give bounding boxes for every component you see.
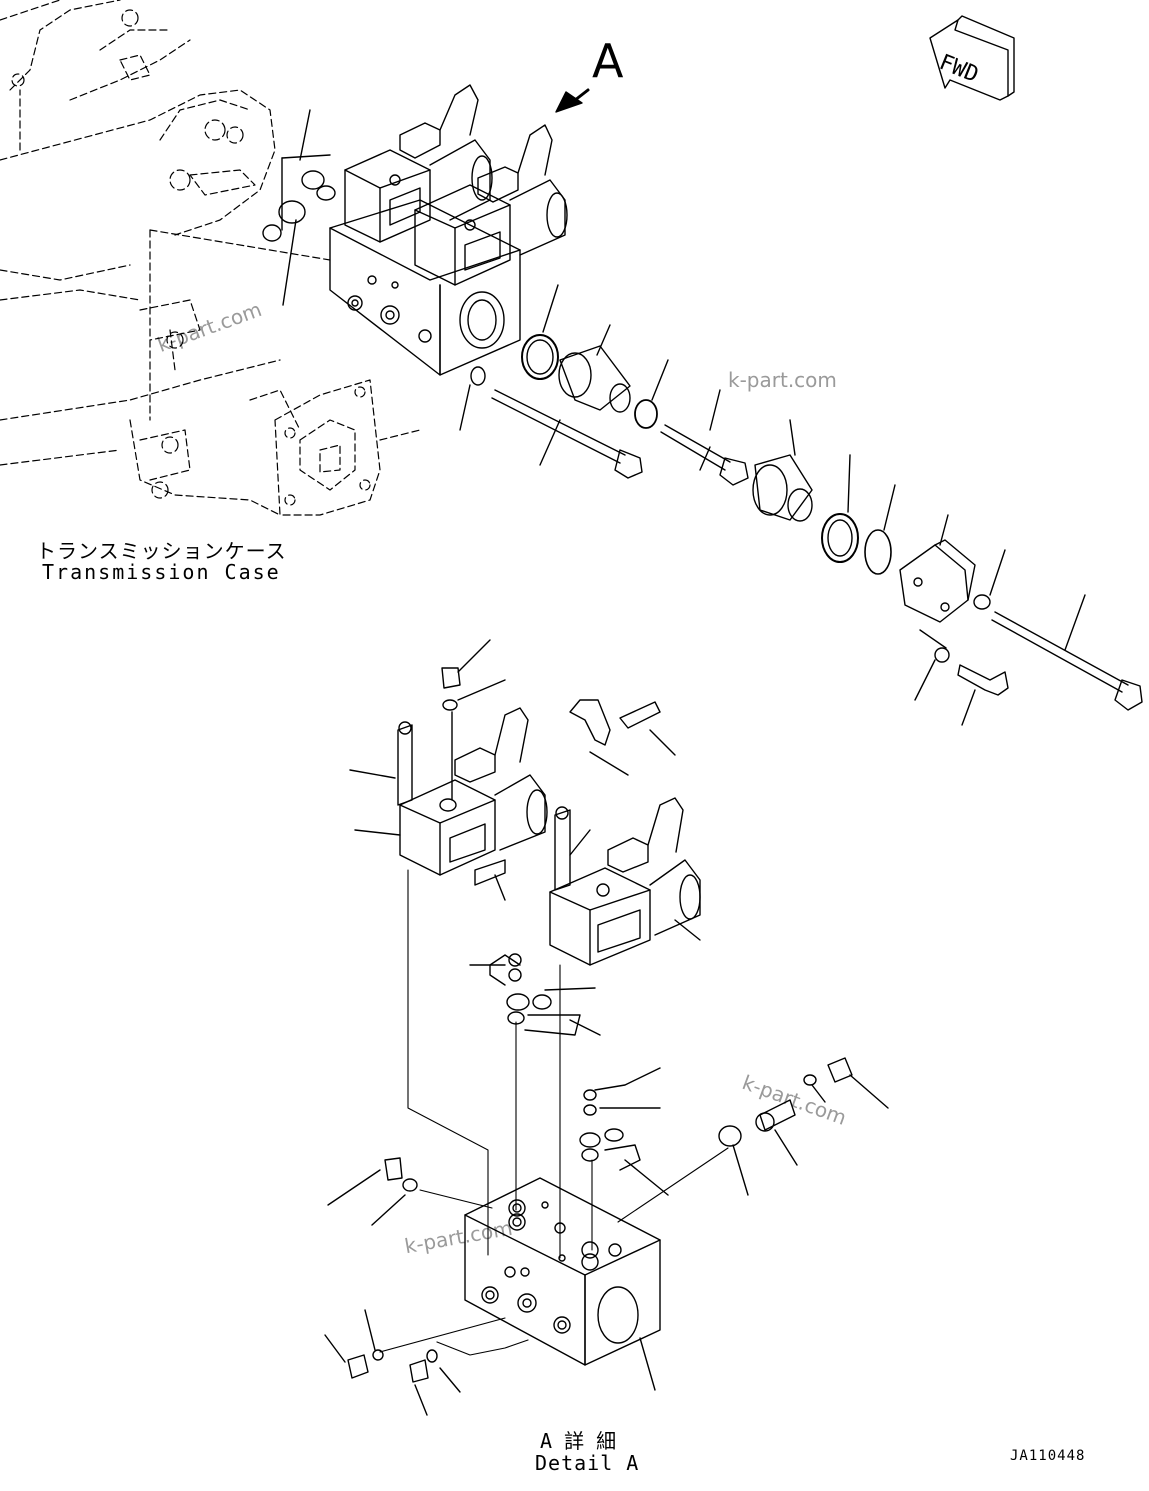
- detail-valve-block: [464, 1177, 661, 1391]
- detail-solenoid-2: [549, 797, 701, 966]
- valve-assembly-top: [329, 84, 568, 376]
- view-arrow-icon: [555, 88, 590, 113]
- transmission-case: [0, 0, 421, 516]
- detail-solenoid-1: [349, 639, 548, 901]
- transmission-case-label-en: Transmission Case: [42, 560, 281, 584]
- detail-small-parts: [324, 953, 889, 1416]
- watermark: k-part.com: [728, 368, 837, 392]
- detail-label-jp: A 詳 細: [540, 1429, 617, 1453]
- transmission-case-label-jp: トランスミッションケース: [36, 539, 287, 563]
- detail-label-en: Detail A: [535, 1451, 640, 1475]
- fwd-arrow-icon: [929, 15, 1015, 101]
- o-rings-upper: [262, 109, 336, 306]
- detail-bracket: [569, 699, 676, 776]
- view-letter-a: A: [592, 34, 624, 88]
- exploded-parts: [459, 284, 1143, 726]
- drawing-id: JA110448: [1010, 1448, 1086, 1464]
- detail-leader-lines: [379, 869, 729, 1356]
